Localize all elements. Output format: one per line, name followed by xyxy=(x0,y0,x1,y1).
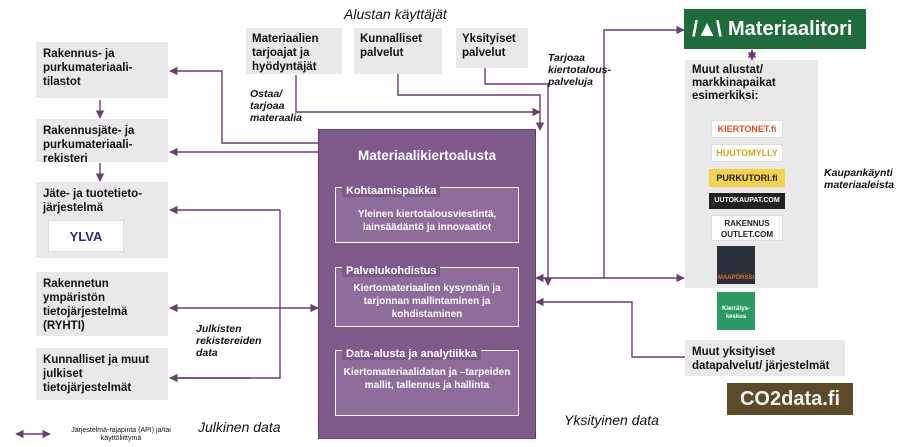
line-private xyxy=(535,297,685,358)
box-tarjoajat: Materiaalien tarjoajat ja hyödyntäjät xyxy=(246,28,342,74)
section-palvelukohdistus: Palvelukohdistus Kiertomateriaalien kysy… xyxy=(335,265,519,327)
section-body: Kiertomateriaalien kysynnän ja tarjonnan… xyxy=(353,283,501,320)
materiaalitori-mark-icon: /▲\ xyxy=(692,16,722,41)
annotation-julkisten: Julkisten rekistereiden data xyxy=(196,323,262,359)
line-left-1 xyxy=(169,66,318,144)
box-ryhti: Rakennetun ympäristön tietojärjestelmä (… xyxy=(36,272,168,336)
label-yksityinen-data: Yksityinen data xyxy=(564,412,659,428)
box-yksityiset-palvelut: Yksityiset palvelut xyxy=(456,28,528,68)
box-tilastot: Rakennus- ja purkumateriaali-tilastot xyxy=(36,42,168,98)
uutokaupat-logo: UUTOKAUPAT.COM xyxy=(709,193,785,209)
materiaalitori-logo: /▲\ Materiaalitori xyxy=(684,9,866,49)
platform-panel: Materiaalikiertoalusta Kohtaamispaikka Y… xyxy=(318,129,536,439)
box-kunnalliset-jarjestelmat: Kunnalliset ja muut julkiset tietojärjes… xyxy=(36,348,168,400)
platforms-title: Muut alustat/ markkinapaikat esimerkiksi… xyxy=(692,64,776,102)
rakennusoutlet-logo: RAKENNUS OUTLET.COM xyxy=(711,215,783,241)
kiertonet-logo: KIERTONET.fi xyxy=(711,120,783,138)
section-body: Yleinen kiertotalousviestintä, lainsäädä… xyxy=(357,209,497,233)
line-kunnalliset xyxy=(397,74,545,131)
header-title: Alustan käyttäjät xyxy=(344,6,447,22)
annotation-ostaa: Ostaa/ tarjoaa materaalia xyxy=(250,88,302,124)
section-heading: Kohtaamispaikka xyxy=(342,185,441,197)
annotation-tarjoaa: Tarjoaa kiertotalous-palveluja xyxy=(548,52,612,88)
huutomylly-logo: HUUTOMYLLY xyxy=(711,144,783,162)
materiaalitori-name: Materiaalitori xyxy=(728,17,853,40)
legend-label: Järjestelmä-rajapinta (API) ja/tai käytt… xyxy=(71,427,171,442)
section-heading: Data-alusta ja analytiikka xyxy=(342,348,481,360)
label-julkinen-data: Julkinen data xyxy=(198,419,281,435)
box-rekisteri: Rakennusjäte- ja purkumateriaali-rekiste… xyxy=(36,119,168,165)
kierratyskeskus-logo: Kierrätys-keskus xyxy=(717,292,755,330)
ylva-logo: YLVA xyxy=(48,220,124,252)
box-private-data: Muut yksityiset datapalvelut/ järjestelm… xyxy=(685,340,845,376)
section-body: Kiertomateriaalidatan ja –tarpeiden mall… xyxy=(343,367,511,391)
section-kohtaamispaikka: Kohtaamispaikka Yleinen kiertotalousvies… xyxy=(335,185,519,243)
line-to-materiaalitori xyxy=(535,25,685,283)
box-kunnalliset-palvelut: Kunnalliset palvelut xyxy=(354,28,442,74)
section-data-alusta: Data-alusta ja analytiikka Kiertomateria… xyxy=(335,348,519,416)
maaporssi-logo: MAAPÖRSSI xyxy=(717,246,755,284)
line-tarjoajat xyxy=(295,75,541,117)
co2data-logo: CO2data.fi xyxy=(727,383,853,415)
section-heading: Palvelukohdistus xyxy=(342,265,441,277)
annotation-kaupankaynti: Kaupankäynti materiaaleista xyxy=(824,167,895,191)
platforms-box: Muut alustat/ markkinapaikat esimerkiksi… xyxy=(685,60,818,288)
purkutori-logo: PURKUTORI.fi xyxy=(709,169,785,187)
platform-title: Materiaalikiertoalusta xyxy=(357,148,497,163)
